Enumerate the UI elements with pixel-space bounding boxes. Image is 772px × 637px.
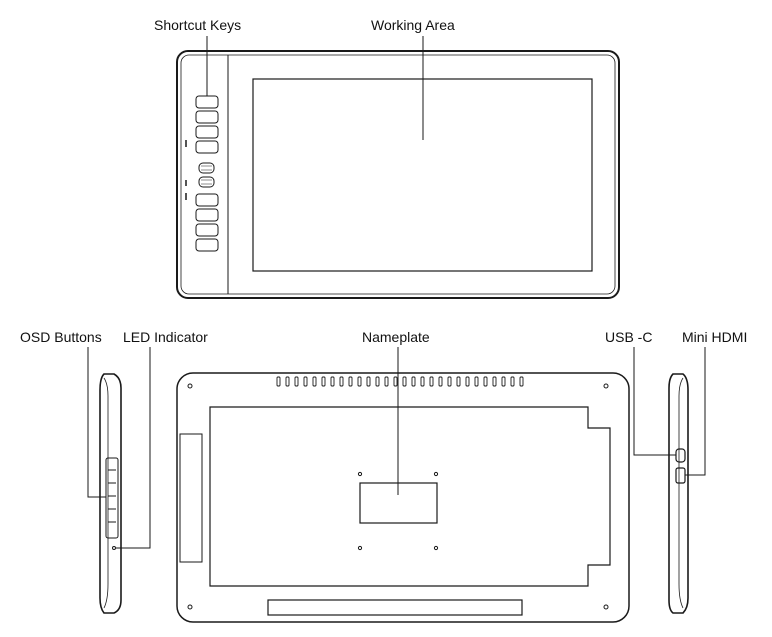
right-side-view: [633, 347, 706, 614]
vent-slots: [276, 376, 524, 387]
shortcut-key: [195, 238, 219, 252]
led-indicator-leader: [116, 347, 151, 549]
nameplate-label: Nameplate: [362, 329, 430, 345]
led-indicator-label: LED Indicator: [123, 329, 208, 345]
front-view: [176, 36, 620, 299]
shortcut-key: [195, 208, 219, 222]
usb-c-leader: [633, 347, 676, 456]
left-side-edge: [103, 377, 109, 609]
shortcut-keys-label: Shortcut Keys: [154, 17, 242, 33]
usb-c-port: [675, 448, 686, 463]
right-side-edge: [678, 377, 684, 609]
osd-buttons-leader: [87, 347, 106, 498]
back-body: [176, 372, 630, 623]
mini-hdmi-port: [675, 467, 686, 484]
left-side-outline: [99, 373, 122, 614]
usb-c-label: USB -C: [605, 329, 653, 345]
shortcut-key: [195, 95, 219, 109]
working-area-label: Working Area: [371, 17, 455, 33]
right-side-outline: [668, 373, 689, 614]
shortcut-key: [195, 140, 219, 154]
shortcut-key: [195, 125, 219, 139]
led-indicator: [112, 546, 116, 550]
shortcut-key: [195, 110, 219, 124]
mini-hdmi-leader: [685, 347, 706, 476]
back-recess: [179, 433, 203, 563]
front-body-inner: [180, 54, 616, 295]
front-body-outer: [176, 50, 620, 299]
bottom-slot: [267, 599, 523, 616]
shortcut-key: [195, 193, 219, 207]
scroll-wheel: [198, 176, 215, 188]
scroll-wheel: [198, 162, 215, 174]
back-view: [176, 347, 630, 623]
osd-buttons: [105, 457, 119, 539]
left-side-view: [87, 347, 151, 614]
screw-holes: [187, 383, 609, 610]
mini-hdmi-label: Mini HDMI: [682, 329, 748, 345]
shortcut-keys-group: [185, 95, 219, 252]
back-inner-panel: [209, 406, 611, 587]
osd-buttons-label: OSD Buttons: [20, 329, 102, 345]
shortcut-key: [195, 223, 219, 237]
